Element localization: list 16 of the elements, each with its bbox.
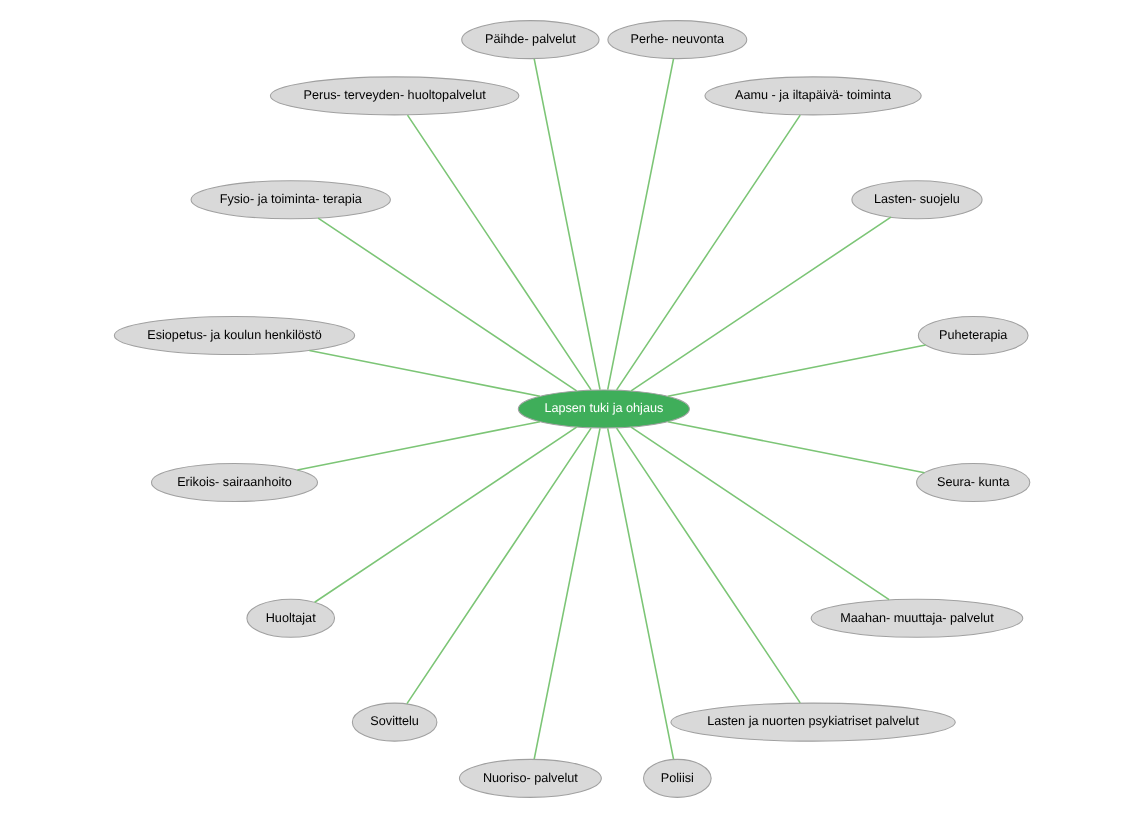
connector xyxy=(667,344,927,398)
connector xyxy=(606,427,675,760)
connector xyxy=(630,216,892,392)
connector xyxy=(606,58,675,391)
connector xyxy=(533,58,601,391)
connector xyxy=(308,349,541,398)
connector xyxy=(313,426,578,604)
connector xyxy=(533,427,601,760)
connector xyxy=(615,114,801,391)
connector xyxy=(296,420,541,471)
connector xyxy=(630,426,890,601)
connector xyxy=(406,427,592,705)
connector xyxy=(406,114,592,391)
connector xyxy=(615,427,801,704)
connector xyxy=(667,420,926,474)
connector xyxy=(317,217,578,392)
